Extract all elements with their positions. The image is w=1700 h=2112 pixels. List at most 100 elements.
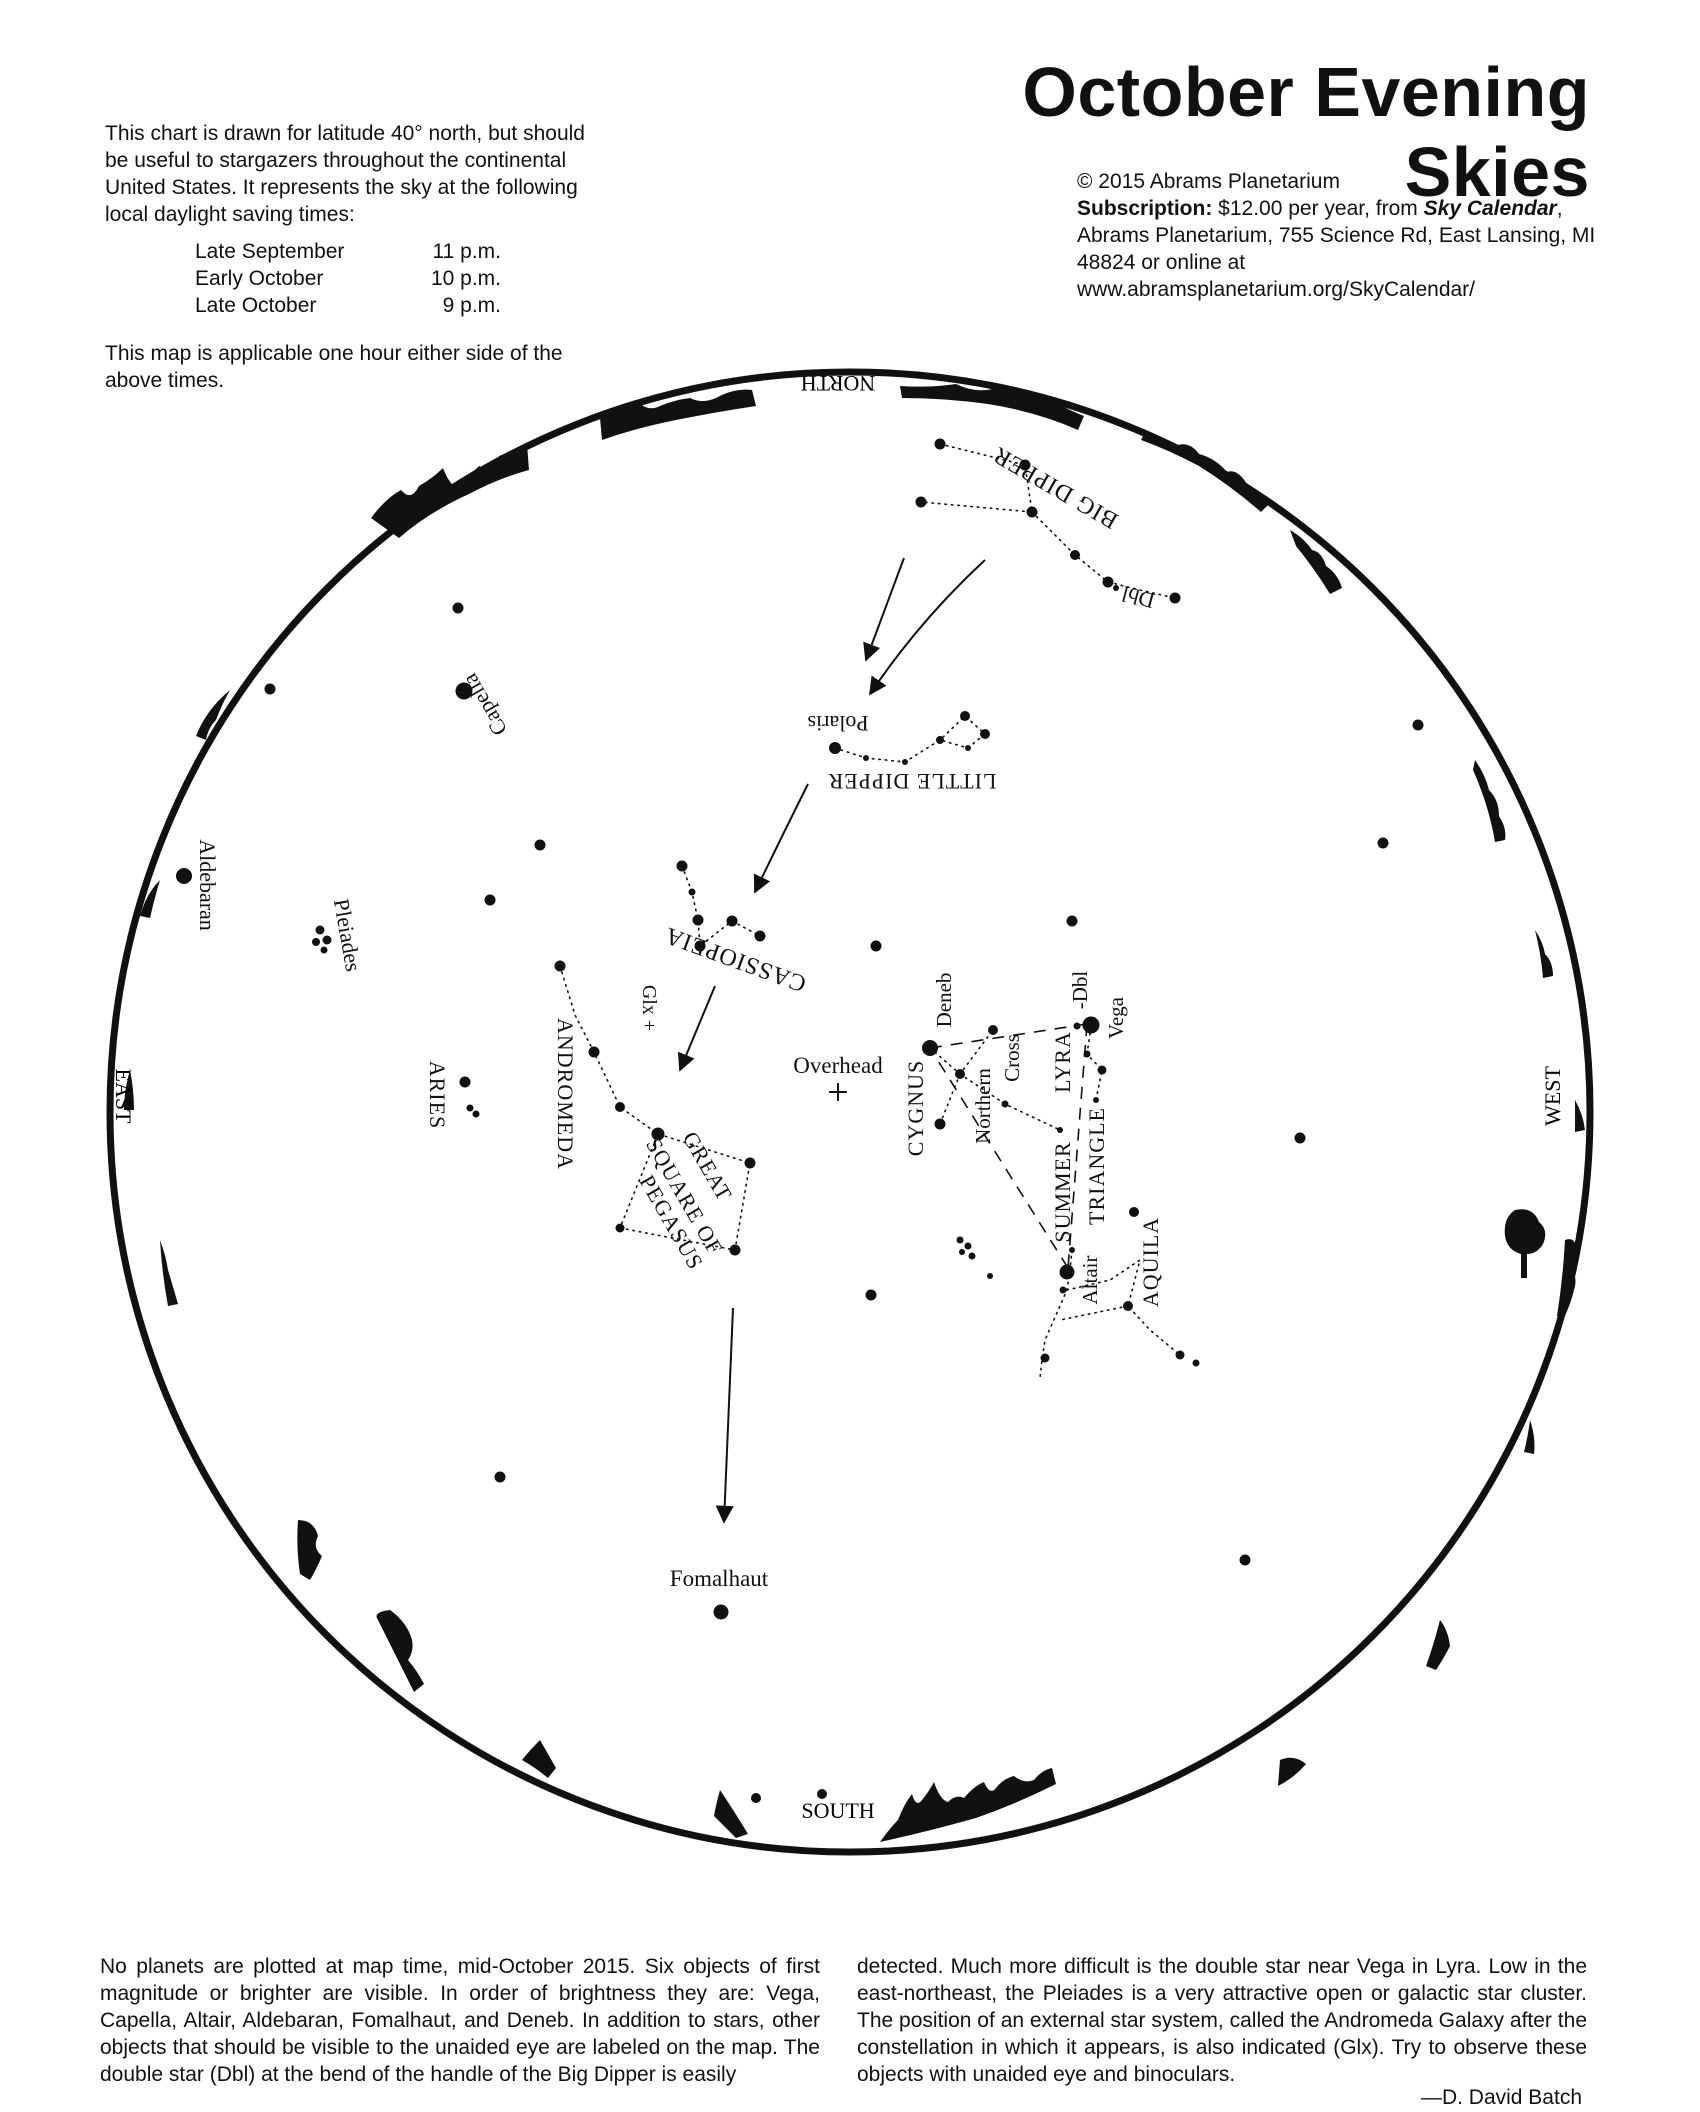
aquila-lines (1066, 1258, 1181, 1356)
subscription-text: Subscription: $12.00 per year, from Sky … (1077, 197, 1596, 301)
andromeda-label: ANDROMEDA (553, 1018, 578, 1170)
star (694, 940, 706, 952)
star (1059, 1286, 1067, 1294)
arrow (868, 559, 986, 696)
pleiades-star (312, 938, 320, 946)
star (870, 940, 882, 952)
star (915, 496, 927, 508)
triangle-label: TRIANGLE (1084, 1107, 1109, 1225)
big-dipper-double-star (1102, 576, 1114, 588)
star (865, 1289, 877, 1301)
star (1097, 1065, 1107, 1075)
star (987, 1273, 993, 1279)
horizon-silhouette (124, 384, 1585, 1842)
star (988, 1025, 998, 1035)
star (965, 745, 971, 751)
star (902, 759, 908, 765)
star (1040, 1353, 1050, 1363)
east-label: EAST (111, 1069, 136, 1125)
lyra-dbl-label: -Dbl (1068, 971, 1092, 1010)
star (956, 1236, 964, 1244)
star (1129, 1207, 1139, 1217)
intro-text: This chart is drawn for latitude 40° nor… (105, 122, 585, 226)
andromeda-pegasus-lines (559, 965, 751, 1251)
star (744, 1157, 756, 1169)
pleiades-star (320, 946, 328, 954)
star (1175, 1350, 1185, 1360)
star (980, 729, 990, 739)
star (459, 1076, 471, 1088)
aquila-lines (1059, 1305, 1129, 1321)
star (1066, 915, 1078, 927)
pleiades-star (315, 925, 325, 935)
overhead-marker (829, 1083, 847, 1101)
star (588, 1046, 600, 1058)
capella-star (455, 682, 473, 700)
lyra-label: LYRA (1050, 1031, 1075, 1093)
sky-horizon-circle (106, 368, 1594, 1856)
northern-label: Northern (971, 1068, 995, 1144)
arrow (715, 1307, 734, 1524)
north-label: NORTH (801, 371, 876, 396)
west-label: WEST (1540, 1066, 1565, 1126)
star (1192, 1359, 1200, 1367)
copyright-line: © 2015 Abrams Planetarium (1077, 170, 1340, 193)
star (1377, 837, 1389, 849)
vega-label: Vega (1104, 996, 1128, 1039)
star (1412, 719, 1424, 731)
cygnus-lines (939, 1073, 961, 1125)
applicability-text: This map is applicable one hour either s… (105, 342, 563, 392)
motion-arrows (677, 557, 986, 1524)
star (676, 860, 688, 872)
star (1026, 506, 1038, 518)
aquila-label: AQUILA (1138, 1217, 1163, 1307)
star (1123, 1301, 1133, 1311)
big-dipper-double-star (1113, 585, 1119, 591)
arrow (753, 783, 809, 894)
arrow (863, 557, 905, 662)
star (534, 839, 546, 851)
aries-label: ARIES (425, 1061, 450, 1130)
cross-label: Cross (1000, 1034, 1024, 1082)
aldebaran-star (176, 868, 192, 884)
star (751, 1793, 761, 1803)
star (1294, 1132, 1306, 1144)
description-right: detected. Much more difficult is the dou… (857, 1955, 1587, 2086)
star (729, 1244, 741, 1256)
star (1169, 592, 1181, 604)
copyright-block: © 2015 Abrams Planetarium Subscription: … (1077, 168, 1597, 303)
page-title: October Evening Skies (1022, 53, 1590, 211)
star (964, 1242, 972, 1250)
star (1001, 1100, 1009, 1108)
lyra-double-star (1073, 1022, 1081, 1030)
star (955, 1069, 965, 1079)
aldebaran-label: Aldebaran (195, 839, 220, 931)
fomalhaut-label: Fomalhaut (670, 1566, 769, 1591)
star (1019, 459, 1031, 471)
star (959, 1249, 965, 1255)
big-dipper-lines (920, 443, 1033, 513)
pleiades-star (322, 935, 332, 945)
star (615, 1102, 625, 1112)
polaris-label: Polaris (807, 711, 868, 736)
overhead-label: Overhead (793, 1053, 883, 1078)
star (1057, 1127, 1063, 1133)
summer-triangle-lines (929, 1023, 1088, 1269)
lyra-lines (1086, 1026, 1103, 1101)
description-left: No planets are plotted at map time, mid-… (100, 1955, 820, 2086)
vega-star (1082, 1016, 1100, 1034)
star (554, 960, 566, 972)
star (651, 1127, 665, 1141)
star (968, 1252, 976, 1260)
polaris-star (829, 742, 841, 754)
star (817, 1789, 827, 1799)
star (692, 914, 704, 926)
star (472, 1110, 480, 1118)
star (1239, 1554, 1251, 1566)
little-dipper-lines (834, 714, 987, 763)
cygnus-label: CYGNUS (903, 1060, 928, 1156)
star (934, 1118, 946, 1130)
